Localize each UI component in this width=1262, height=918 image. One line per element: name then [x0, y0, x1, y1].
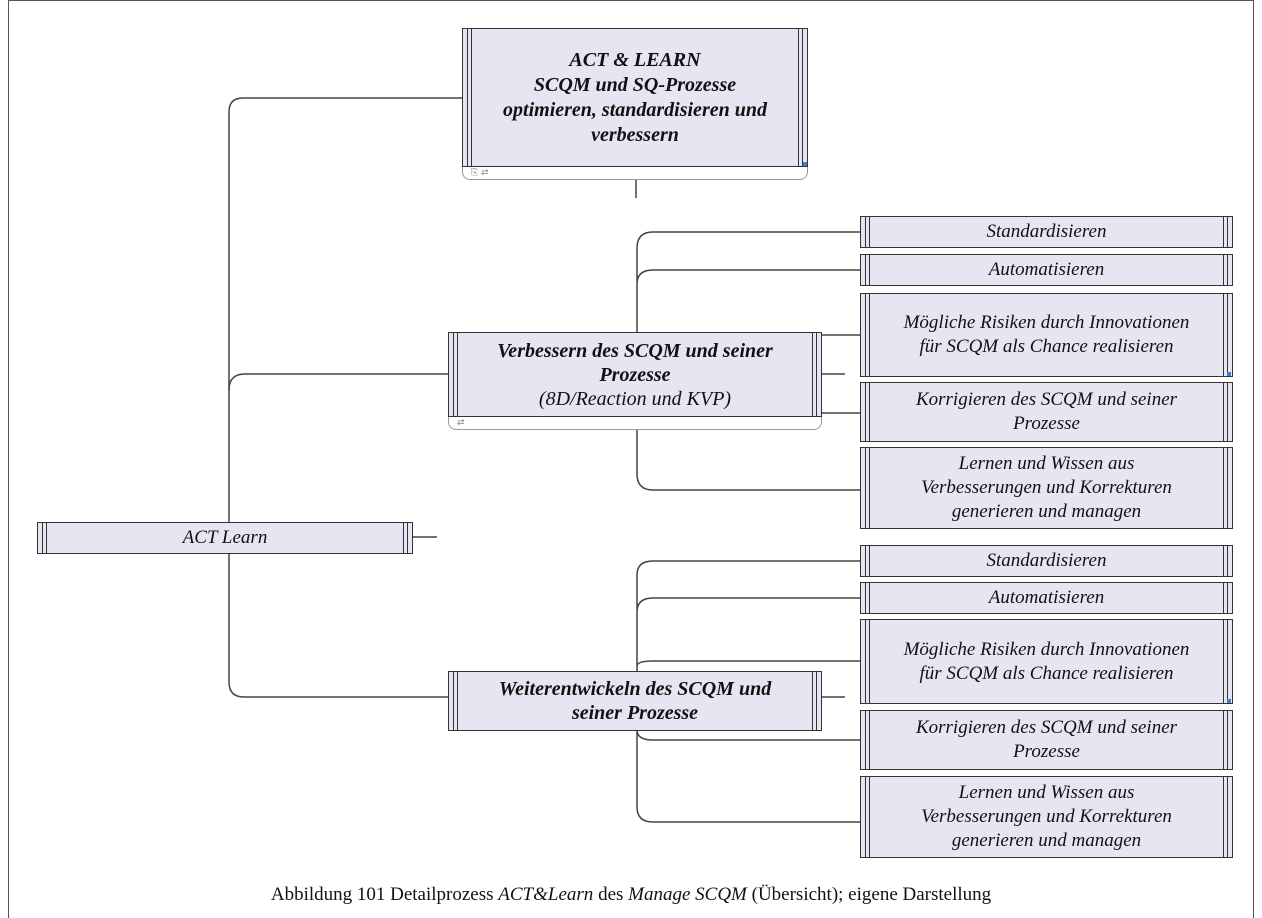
- root-node-act-learn[interactable]: ACT Learn: [37, 522, 413, 554]
- trunk-to-top: [228, 97, 462, 522]
- caption-suffix: (Übersicht); eigene Darstellung: [746, 884, 992, 905]
- act-learn-top-node[interactable]: ACT & LEARN SCQM und SQ-Prozesse optimie…: [462, 28, 808, 167]
- verbessern-risiken-line-2: für SCQM als Chance realisieren: [919, 336, 1174, 357]
- verbessern-child-automatisieren[interactable]: Automatisieren: [860, 254, 1233, 286]
- caption-middle: des: [593, 884, 629, 905]
- weiter-automatisieren-label: Automatisieren: [988, 587, 1105, 608]
- verbessern-lernen-line-2: Verbesserungen und Korrekturen: [921, 477, 1172, 498]
- verbessern-risiken-corner-marker: [1227, 372, 1231, 376]
- weiter-risiken-corner-marker: [1227, 699, 1231, 703]
- branch-verbessern-subtitle: (8D/Reaction und KVP): [538, 387, 732, 410]
- weiter-child-automatisieren[interactable]: Automatisieren: [860, 582, 1233, 614]
- branch-weiterentwickeln-node[interactable]: Weiterentwickeln des SCQM und seiner Pro…: [448, 671, 822, 731]
- top-node-line-3: optimieren, standardisieren und: [503, 98, 767, 121]
- weiter-to-risiken: [636, 660, 860, 667]
- verbessern-lernen-line-3: generieren und managen: [951, 501, 1142, 522]
- verbessern-korrigieren-line-1: Korrigieren des SCQM und seiner: [915, 389, 1178, 410]
- weiter-risiken-line-2: für SCQM als Chance realisieren: [919, 662, 1174, 684]
- weiter-child-korrigieren[interactable]: Korrigieren des SCQM und seiner Prozesse: [860, 710, 1233, 770]
- root-label: ACT Learn: [182, 527, 268, 548]
- branch-verbessern-title-2: Prozesse: [599, 363, 671, 386]
- top-node-corner-marker: [803, 162, 807, 166]
- verbessern-child-risiken[interactable]: Mögliche Risiken durch Innovationen für …: [860, 293, 1233, 377]
- weiter-lernen-line-2: Verbesserungen und Korrekturen: [921, 806, 1172, 827]
- top-node-line-1: ACT & LEARN: [569, 48, 701, 71]
- weiter-child-standardisieren[interactable]: Standardisieren: [860, 545, 1233, 577]
- weiter-child-lernen[interactable]: Lernen und Wissen aus Verbesserungen und…: [860, 776, 1233, 858]
- verbessern-standardisieren-label: Standardisieren: [986, 221, 1107, 242]
- weiter-standardisieren-label: Standardisieren: [986, 550, 1107, 571]
- branch-verbessern-node[interactable]: Verbessern des SCQM und seiner Prozesse …: [448, 332, 822, 417]
- weiter-child-risiken[interactable]: Mögliche Risiken durch Innovationen für …: [860, 619, 1233, 704]
- caption-prefix: Abbildung 101 Detailprozess: [270, 884, 499, 905]
- weiter-korrigieren-line-2: Prozesse: [1013, 741, 1080, 762]
- weiter-lernen-line-3: generieren und managen: [951, 830, 1142, 851]
- weiter-lernen-line-1: Lernen und Wissen aus: [958, 782, 1135, 803]
- caption-italic-manage-scqm: Manage SCQM: [628, 884, 747, 905]
- verbessern-spine: [636, 231, 860, 491]
- verbessern-lernen-line-1: Lernen und Wissen aus: [958, 453, 1135, 474]
- branch-weiterentwickeln-title-1: Weiterentwickeln des SCQM und: [498, 678, 772, 700]
- verbessern-risiken-line-1: Mögliche Risiken durch Innovationen: [903, 312, 1190, 333]
- trunk-to-weiterentwickeln: [228, 540, 448, 698]
- top-node-tray: ⎘ ⇄: [462, 167, 808, 180]
- verbessern-child-korrigieren[interactable]: Korrigieren des SCQM und seiner Prozesse: [860, 382, 1233, 442]
- verbessern-tray: ⇄: [448, 417, 822, 430]
- branch-weiterentwickeln-title-2: seiner Prozesse: [571, 702, 699, 724]
- weiter-to-korrigieren: [636, 729, 860, 741]
- verbessern-child-standardisieren[interactable]: Standardisieren: [860, 216, 1233, 248]
- verbessern-korrigieren-line-2: Prozesse: [1013, 413, 1080, 434]
- top-node-line-4: verbessern: [591, 123, 679, 146]
- caption-italic-actlearn: ACT&Learn: [498, 884, 594, 905]
- figure-caption: Abbildung 101 Detailprozess ACT&Learn de…: [0, 884, 1262, 906]
- weiter-spine: [636, 560, 860, 823]
- verbessern-automatisieren-label: Automatisieren: [988, 259, 1105, 280]
- figure-frame: [8, 0, 1254, 918]
- branch-verbessern-title-1: Verbessern des SCQM und seiner: [497, 339, 773, 362]
- weiter-risiken-line-1: Mögliche Risiken durch Innovationen: [903, 638, 1190, 660]
- top-node-line-2: SCQM und SQ-Prozesse: [533, 73, 737, 96]
- verbessern-child-lernen[interactable]: Lernen und Wissen aus Verbesserungen und…: [860, 447, 1233, 529]
- trunk-to-verbessern: [228, 373, 448, 391]
- weiter-korrigieren-line-1: Korrigieren des SCQM und seiner: [915, 717, 1178, 738]
